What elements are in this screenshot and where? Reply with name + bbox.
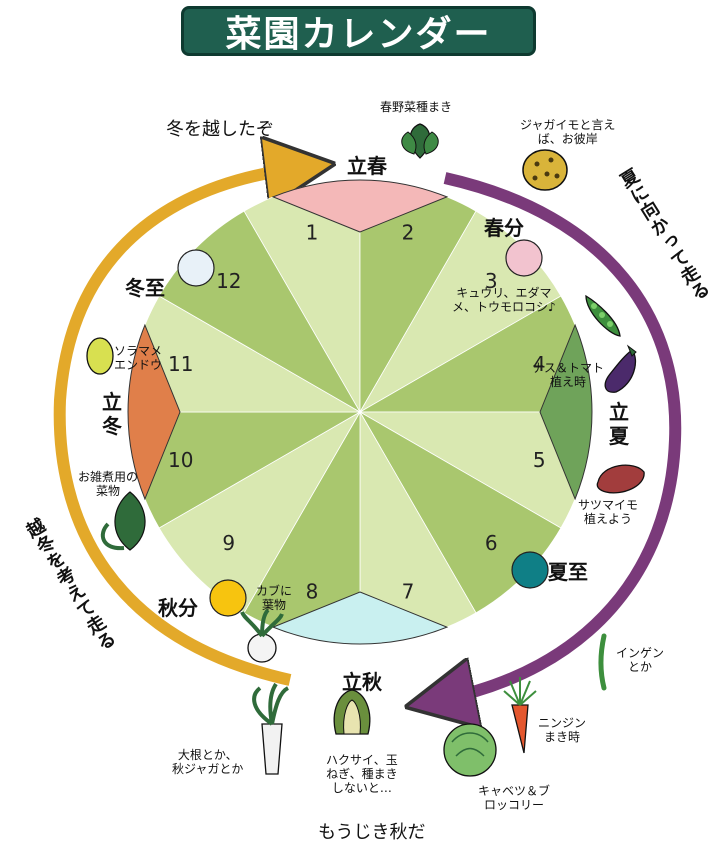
note-fava-bean: ソラマメエンドウ [114, 344, 163, 372]
month-label-10: 10 [168, 448, 193, 472]
season-label-shunbun: 春分 [484, 216, 524, 240]
season-label-toji: 冬至 [125, 276, 165, 300]
season-label-shubun: 秋分 [158, 596, 198, 620]
right-arrow [440, 172, 682, 700]
note-daikon: 大根とか、秋ジャガとか [172, 748, 244, 776]
ritto-marker [127, 323, 181, 501]
hakusai-icon [333, 689, 371, 735]
sweet-potato-icon [596, 464, 645, 494]
komatsuna-icon [100, 491, 146, 551]
month-label-7: 7 [402, 579, 415, 603]
month-label-1: 1 [306, 221, 319, 245]
month-label-3: 3 [485, 269, 498, 293]
risshun-marker [271, 179, 449, 233]
note-potato: ジャガイモと言えば、お彼岸 [520, 118, 616, 146]
note-komatsuna: お雑煮用の菜物 [78, 470, 139, 498]
eggplant-icon [604, 344, 637, 393]
month-label-12: 12 [216, 269, 241, 293]
note-sweet-potato: サツマイモ植えよう [578, 498, 639, 526]
season-markers [127, 179, 593, 645]
cabbage-icon [443, 723, 497, 777]
left-arrow [53, 168, 300, 686]
month-label-4: 4 [533, 352, 546, 376]
month-label-11: 11 [168, 352, 193, 376]
daikon-icon [252, 682, 290, 775]
season-label-risshu: 立秋 [342, 670, 382, 694]
fava-bean-icon [86, 337, 114, 375]
note-cucumber: キュウリ、エダマメ、トウモロコシ♪ [452, 286, 556, 314]
month-label-9: 9 [222, 531, 235, 555]
season-label-ritto: 立冬 [102, 390, 122, 438]
note-spring-greens: 春野菜種まき [380, 100, 453, 114]
note-cabbage: キャベツ＆ブロッコリー [478, 784, 551, 812]
month-label-2: 2 [402, 221, 415, 245]
geshi-marker [511, 551, 549, 589]
potato-icon [522, 149, 568, 191]
month-label-5: 5 [533, 448, 546, 472]
season-label-rikka: 立夏 [609, 400, 629, 448]
month-label-8: 8 [306, 579, 319, 603]
month-label-6: 6 [485, 531, 498, 555]
shubun-marker [209, 579, 247, 617]
rikka-marker [539, 323, 593, 501]
note-hakusai: ハクサイ、玉ねぎ、種まきしないと… [326, 753, 398, 795]
risshu-marker [271, 591, 449, 645]
note-carrot: ニンジンまき時 [538, 716, 587, 744]
bottom-arrow-caption: もうじき秋だ [318, 822, 426, 843]
note-eggplant: ナス＆トマト植え時 [532, 361, 605, 389]
pea-pod-icon [585, 294, 621, 337]
green-bean-icon [598, 633, 607, 691]
title-banner: 菜園カレンダー [181, 6, 536, 56]
season-label-geshi: 夏至 [548, 560, 588, 584]
toji-marker [177, 249, 215, 287]
turnip-icon [240, 608, 284, 663]
top-arrow-caption: 冬を越したぞ [166, 119, 274, 140]
page-title: 菜園カレンダー [225, 14, 492, 55]
shunbun-marker [505, 239, 543, 277]
carrot-icon [503, 677, 537, 754]
season-label-risshun: 立春 [347, 154, 387, 178]
spinach-icon [401, 123, 439, 159]
note-green-bean: インゲンとか [616, 646, 665, 674]
note-turnip: カブに葉物 [256, 584, 293, 612]
